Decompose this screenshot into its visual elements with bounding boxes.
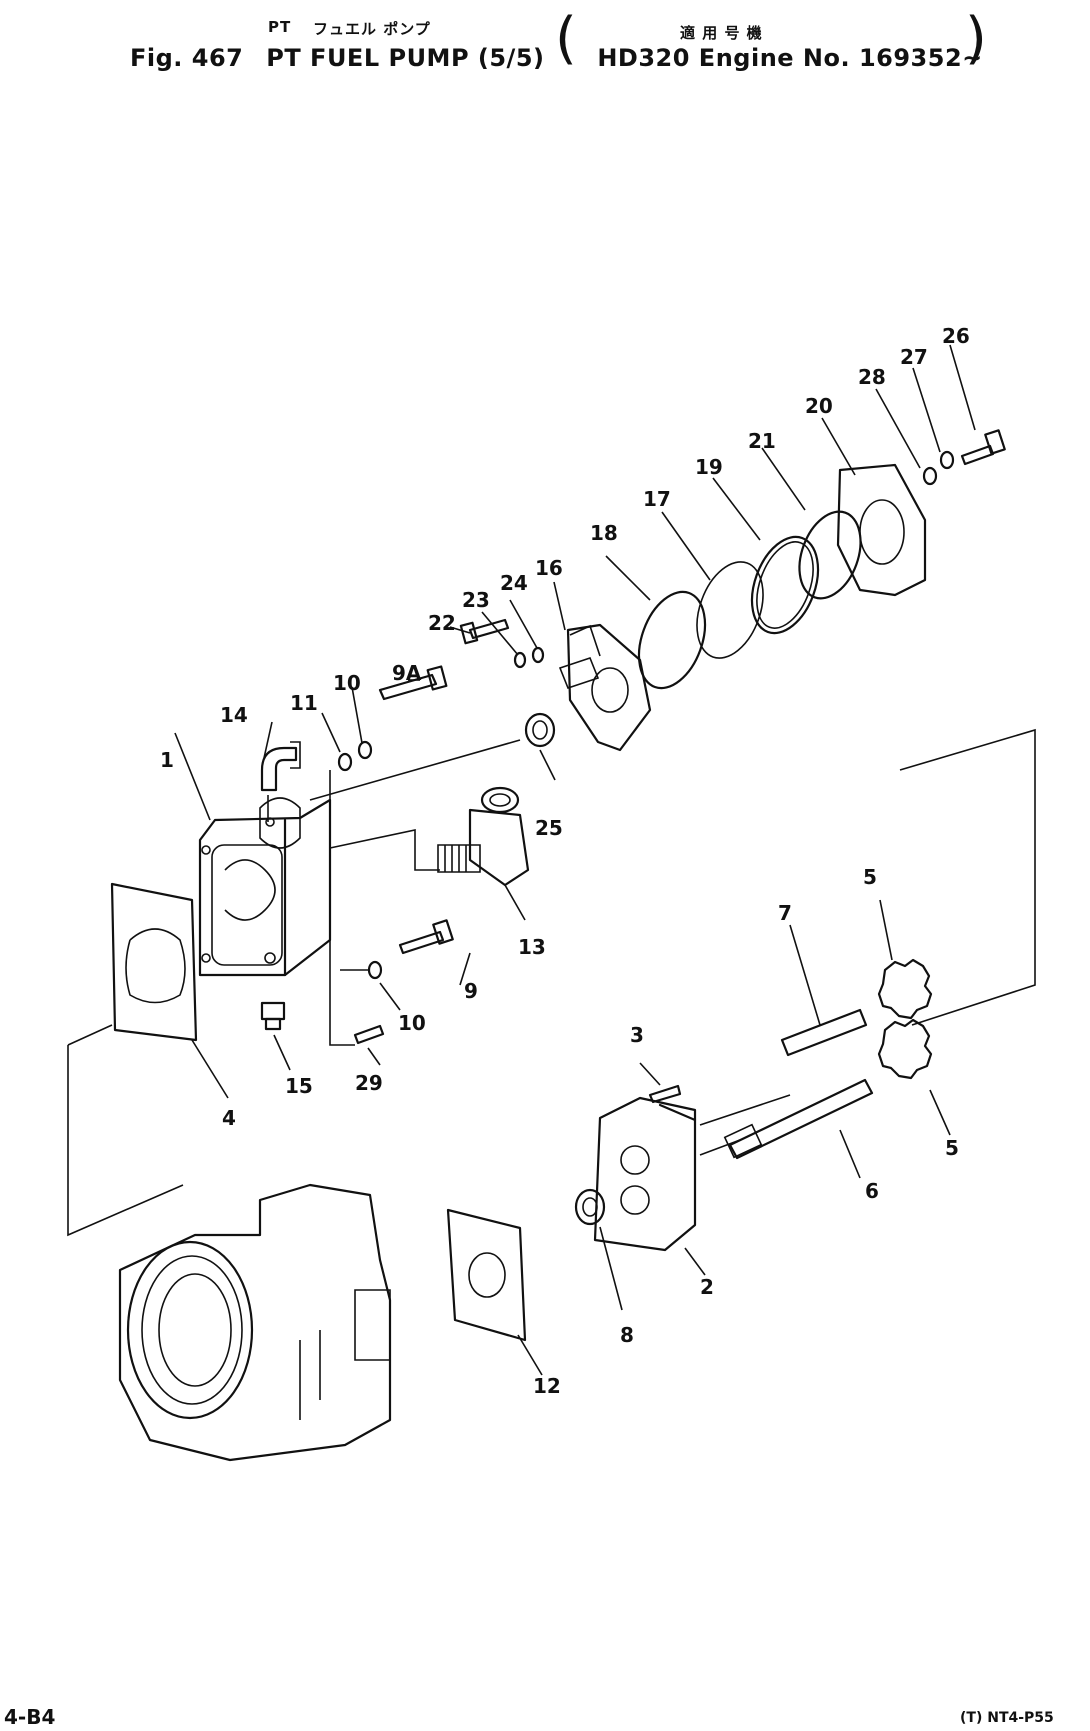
figure-title: PT FUEL PUMP (5/5) [266, 44, 545, 72]
pump-housing [198, 797, 332, 977]
bolt-22 [459, 618, 510, 645]
washers [337, 450, 955, 980]
callout-15: 15 [285, 1074, 313, 1098]
shaft-7 [780, 1008, 868, 1057]
callout-5-lower: 5 [945, 1136, 959, 1160]
callout-1: 1 [160, 748, 174, 772]
callout-21: 21 [748, 429, 776, 453]
drawing-code: (T) NT4-P55 [960, 1710, 1054, 1726]
callout-9: 9 [464, 979, 478, 1003]
bolt-26 [960, 429, 1006, 466]
cover-16 [558, 623, 652, 752]
callout-3: 3 [630, 1023, 644, 1047]
callout-17: 17 [643, 487, 671, 511]
callout-9A: 9A [392, 661, 422, 685]
page-number: 4-B4 [4, 1705, 56, 1729]
callout-10-lower: 10 [398, 1011, 426, 1035]
callout-22: 22 [428, 611, 456, 635]
shaft-6 [723, 1078, 874, 1160]
callout-25: 25 [535, 816, 563, 840]
parts-drawing [67, 429, 1036, 1462]
seal-25 [524, 712, 556, 748]
gear-5-lower [877, 1018, 933, 1080]
figure-number: Fig. 467 [130, 44, 244, 72]
callout-18: 18 [590, 521, 618, 545]
bolt-9 [398, 919, 454, 955]
right-paren: ) [965, 6, 987, 71]
callout-11: 11 [290, 691, 318, 715]
gasket-4 [110, 882, 198, 1042]
seal-8 [574, 1188, 606, 1226]
elbow-fitting-14 [260, 741, 301, 792]
callout-6: 6 [865, 1179, 879, 1203]
callout-16: 16 [535, 556, 563, 580]
applicability-text: HD320 Engine No. 169352~ [597, 44, 983, 72]
callout-20: 20 [805, 394, 833, 418]
o-ring-18 [637, 590, 707, 690]
pin-3 [648, 1084, 682, 1104]
diagram-header: PT フュエル ポンプ 適 用 号 機 ( ) Fig. 467 PT FUEL… [0, 0, 1090, 90]
callout-2: 2 [700, 1275, 714, 1299]
japanese-title: フュエル ポンプ [313, 20, 431, 38]
callout-19: 19 [695, 455, 723, 479]
callout-23: 23 [462, 588, 490, 612]
callout-7: 7 [778, 901, 792, 925]
callout-8: 8 [620, 1323, 634, 1347]
plug-15 [260, 1001, 286, 1031]
callout-4: 4 [222, 1106, 236, 1130]
callout-13: 13 [518, 935, 546, 959]
title-line: Fig. 467 PT FUEL PUMP (5/5) HD320 Engine… [130, 44, 997, 72]
callout-10-upper: 10 [333, 671, 361, 695]
ring-19 [750, 535, 820, 635]
pin-29 [353, 1024, 385, 1045]
callout-5-upper: 5 [863, 865, 877, 889]
engine-casing [118, 1183, 392, 1462]
ring-21 [798, 510, 862, 600]
pump-body-2 [593, 1096, 697, 1252]
callout-26: 26 [942, 324, 970, 348]
gear-5-upper [877, 958, 933, 1020]
callout-labels: 1 2 3 4 5 5 6 7 8 9 9A 10 10 11 12 13 14… [160, 324, 970, 1398]
ring-17 [696, 561, 764, 659]
guide-lines [67, 624, 1036, 1237]
leader-lines [174, 344, 976, 1376]
gasket-12 [446, 1208, 527, 1342]
valve-13 [437, 786, 530, 887]
japanese-prefix: PT [268, 18, 292, 36]
callout-24: 24 [500, 571, 528, 595]
callout-12: 12 [533, 1374, 561, 1398]
left-paren: ( [555, 6, 577, 71]
flange-20 [836, 463, 927, 597]
callout-14: 14 [220, 703, 248, 727]
callout-27: 27 [900, 345, 928, 369]
callout-28: 28 [858, 365, 886, 389]
japanese-applicability: 適 用 号 機 [680, 24, 763, 42]
callout-29: 29 [355, 1071, 383, 1095]
